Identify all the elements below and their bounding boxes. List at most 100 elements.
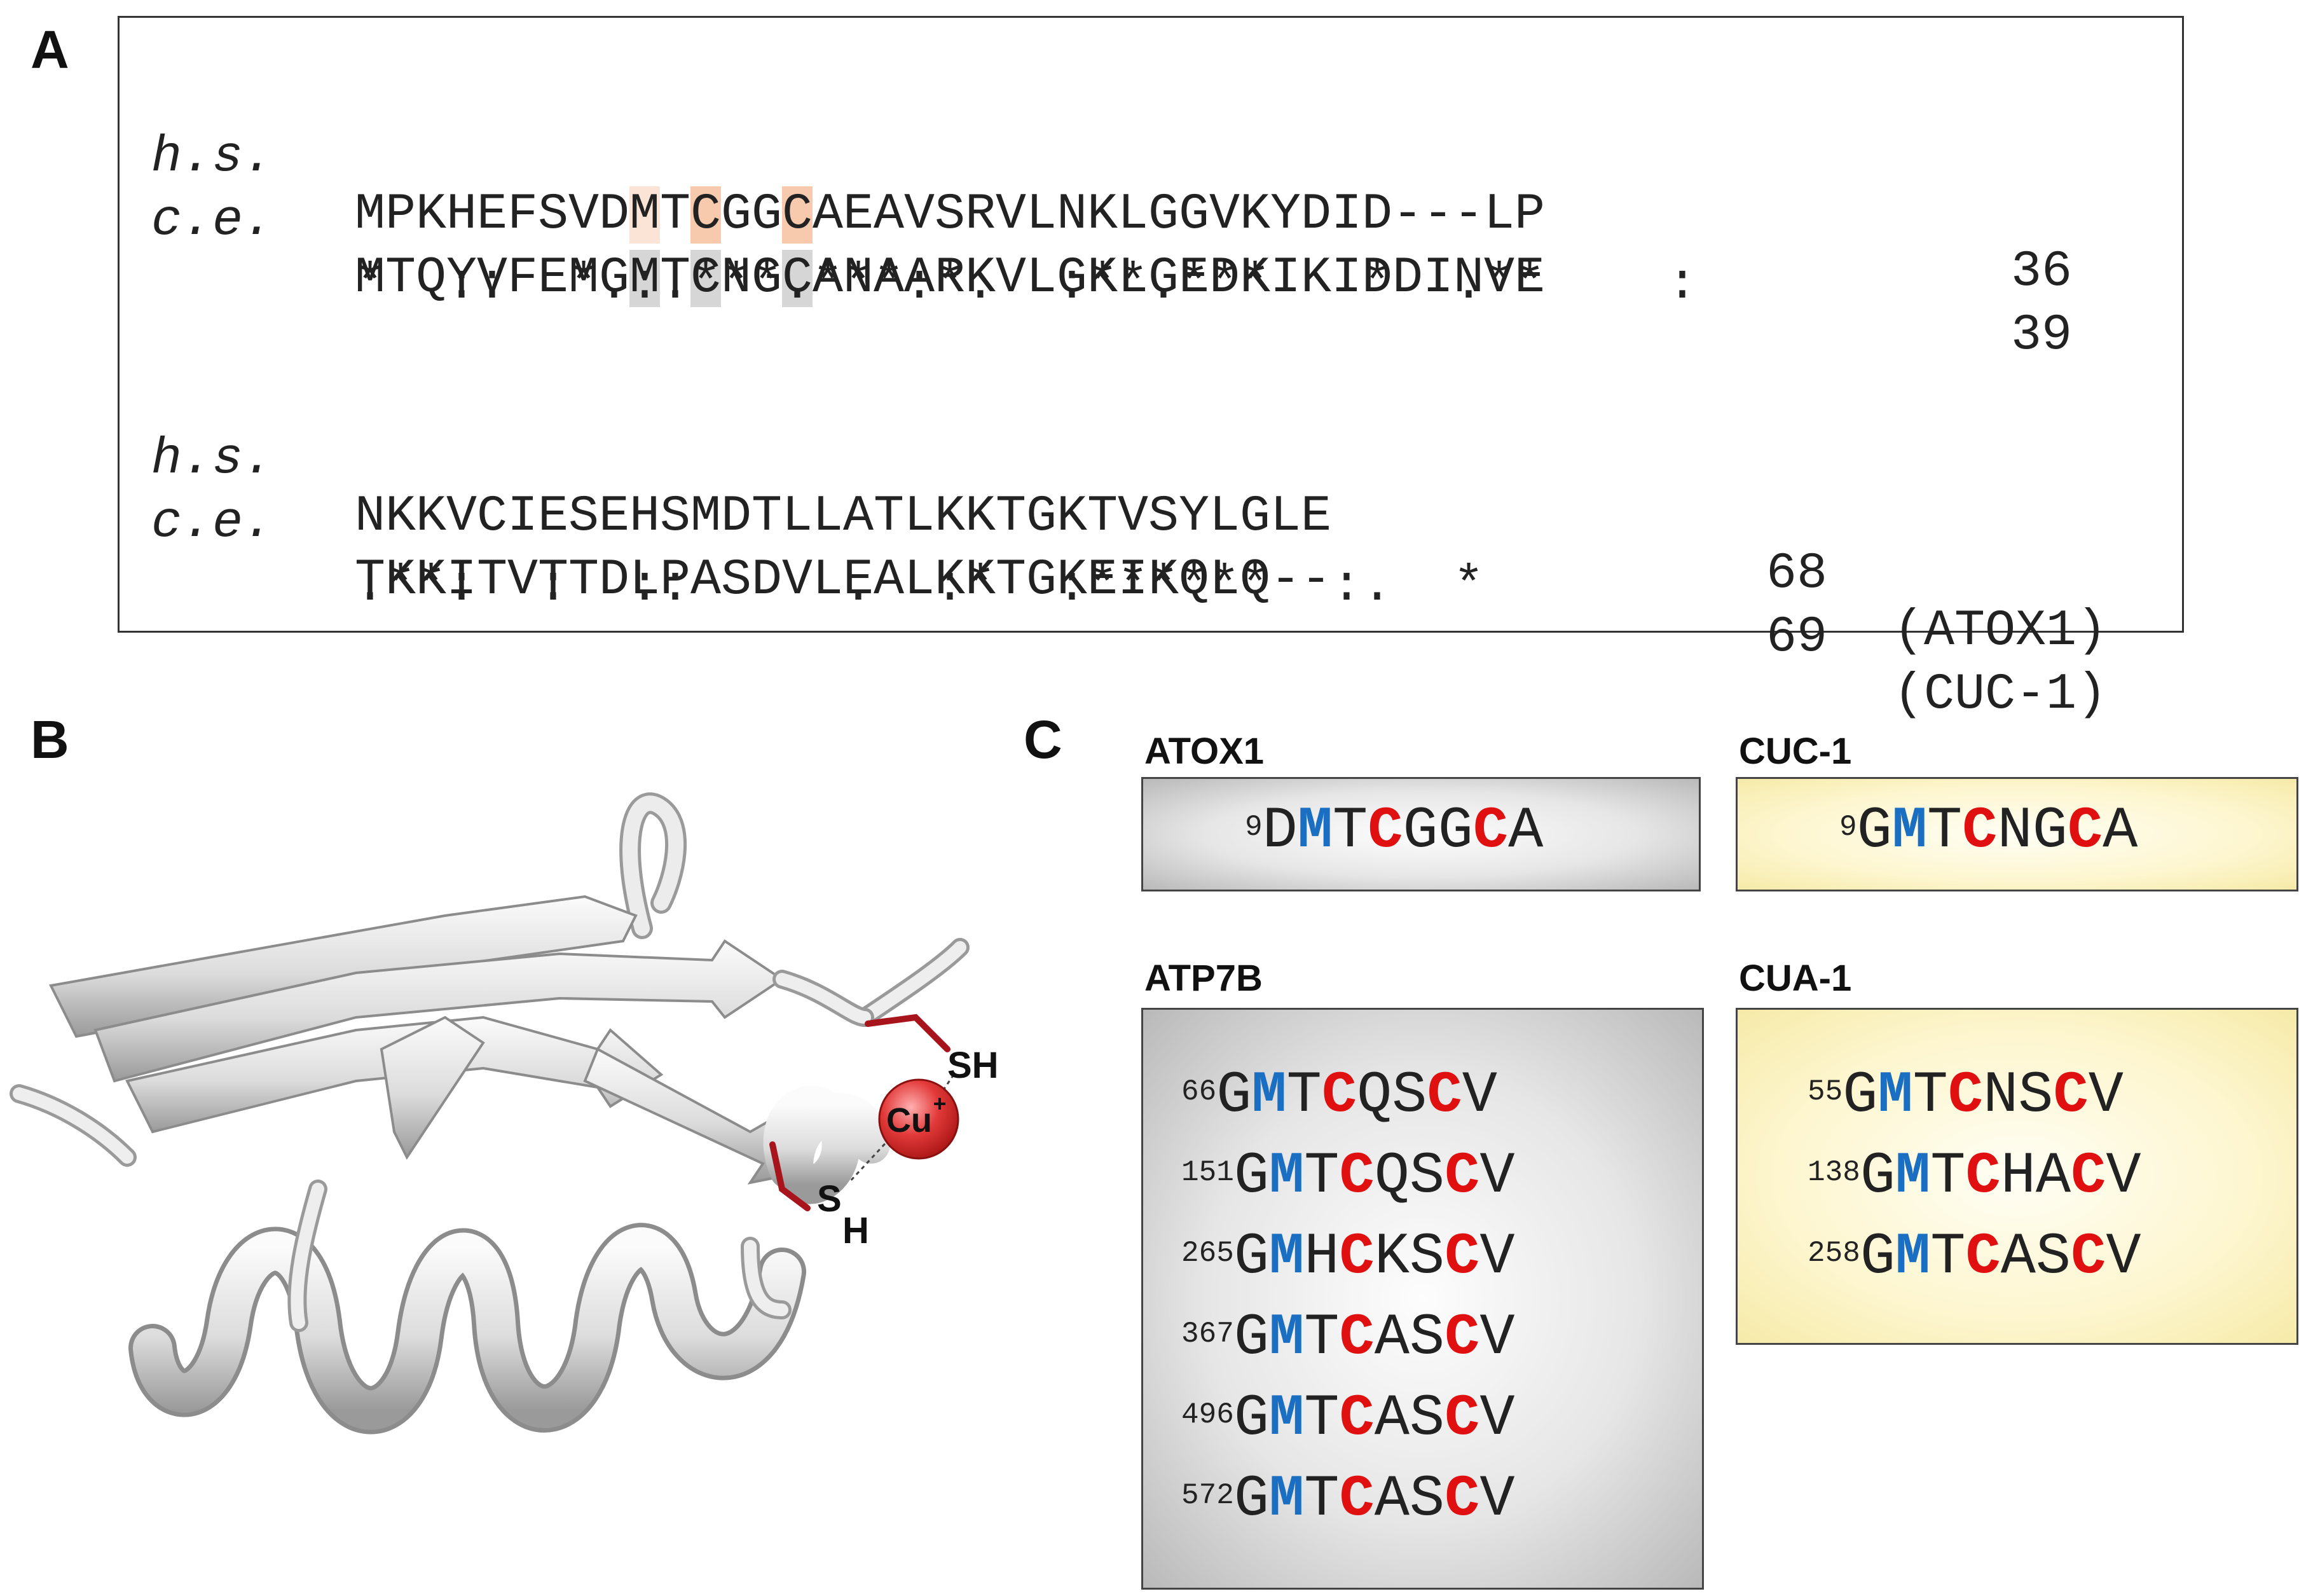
residue: * bbox=[1209, 256, 1240, 313]
residue bbox=[385, 256, 416, 313]
panel-label-a: A bbox=[31, 20, 69, 79]
residue: V bbox=[2106, 1143, 2141, 1209]
residue: V bbox=[782, 551, 813, 609]
residue-position: 258 bbox=[1808, 1237, 1860, 1270]
cysteine-residue: C bbox=[1947, 1062, 1984, 1129]
motif-sequence: 66GMTCQSCV bbox=[1181, 1064, 1497, 1127]
residue: H bbox=[446, 186, 477, 244]
residue: C bbox=[782, 186, 813, 244]
residue: T bbox=[1304, 1143, 1340, 1209]
residue: T bbox=[752, 488, 783, 546]
residue: : bbox=[1057, 558, 1088, 616]
sequence-end-number: 39 bbox=[2011, 306, 2073, 364]
motif-title-atox1: ATOX1 bbox=[1144, 731, 1265, 772]
residue: I bbox=[1118, 551, 1149, 609]
residue: E bbox=[1179, 249, 1210, 307]
residue: V bbox=[996, 249, 1027, 307]
methionine-residue: M bbox=[1269, 1466, 1305, 1532]
sequence-end-number: 68 bbox=[1766, 545, 1828, 603]
residue: G bbox=[1860, 1223, 1896, 1290]
residue: A bbox=[843, 488, 874, 546]
residue: G bbox=[1860, 1143, 1896, 1209]
residue: AS bbox=[1374, 1466, 1445, 1532]
motif-title-atp7b: ATP7B bbox=[1144, 958, 1263, 999]
residue: H bbox=[629, 488, 661, 546]
residue: V bbox=[904, 186, 935, 244]
methionine-residue: M bbox=[1891, 797, 1928, 864]
residue: Y bbox=[1270, 186, 1301, 244]
residue bbox=[1301, 256, 1331, 313]
copper-label: Cu bbox=[886, 1101, 932, 1139]
residue: V bbox=[1484, 249, 1515, 307]
residue bbox=[1270, 256, 1301, 313]
residue: L bbox=[904, 551, 935, 609]
residue: T bbox=[660, 249, 691, 307]
residue: G bbox=[599, 249, 630, 307]
residue bbox=[996, 256, 1026, 313]
residue: E bbox=[599, 488, 630, 546]
residue: K bbox=[935, 551, 966, 609]
residue: E bbox=[1514, 249, 1546, 307]
residue: * bbox=[1209, 558, 1240, 616]
conservation-row-2: .**: : :: . :* :****** :. * bbox=[120, 501, 1484, 616]
residue: : bbox=[538, 558, 569, 616]
residue: K bbox=[385, 551, 416, 609]
residue: S bbox=[935, 186, 966, 244]
residue: G bbox=[1216, 1062, 1252, 1129]
residue: C bbox=[782, 249, 813, 307]
motif-sequence: 9DMTCGGCA bbox=[1245, 799, 1543, 863]
residue: V bbox=[507, 551, 539, 609]
residue: E bbox=[1087, 551, 1118, 609]
residue bbox=[874, 558, 904, 616]
residue: E bbox=[1301, 488, 1332, 546]
residue-position: 138 bbox=[1808, 1156, 1860, 1189]
alignment-row-ce-1: c.e. MTQYVFEMGMTCNGCANAARKVLGKLGEDKIKIDD… bbox=[120, 135, 2072, 364]
residue: V bbox=[1479, 1304, 1515, 1371]
residue: R bbox=[965, 186, 996, 244]
residue: L bbox=[1026, 186, 1057, 244]
residue: G bbox=[721, 186, 752, 244]
motif-sequence: 496GMTCASCV bbox=[1181, 1387, 1515, 1450]
conservation-symbols: .**: : :: . :* :****** :. * bbox=[355, 558, 1484, 616]
residue: * bbox=[1240, 558, 1271, 616]
residue: N bbox=[843, 249, 874, 307]
residue: E bbox=[538, 249, 569, 307]
residue: N bbox=[1057, 186, 1088, 244]
motif-box-cuc1: 9GMTCNGCA bbox=[1736, 777, 2298, 891]
residue bbox=[904, 558, 935, 616]
residue bbox=[507, 256, 538, 313]
residue: D bbox=[1362, 186, 1393, 244]
thiol-label-bottom-s: S bbox=[817, 1178, 842, 1220]
residue: * bbox=[690, 256, 722, 313]
residue: Q bbox=[1179, 551, 1210, 609]
cysteine-sidechain-bottom bbox=[769, 1141, 811, 1211]
residue: E bbox=[538, 488, 569, 546]
residue: F bbox=[507, 186, 539, 244]
residue: * bbox=[1148, 558, 1179, 616]
residue-position: 9 bbox=[1245, 811, 1263, 844]
protein-name: (ATOX1) bbox=[1893, 602, 2108, 660]
residue: K bbox=[965, 488, 996, 546]
residue: K bbox=[1087, 249, 1118, 307]
sequence-end-number: 36 bbox=[2011, 243, 2073, 301]
residue: - bbox=[1392, 186, 1424, 244]
methionine-residue: M bbox=[1269, 1385, 1305, 1452]
residue: * bbox=[752, 256, 783, 313]
residue: . bbox=[1362, 558, 1393, 616]
residue: G bbox=[1233, 1466, 1270, 1532]
residue: NG bbox=[1997, 797, 2068, 864]
residue: G bbox=[1148, 249, 1179, 307]
cysteine-residue: C bbox=[1321, 1062, 1357, 1129]
cysteine-residue: C bbox=[1339, 1466, 1375, 1532]
residue bbox=[1026, 256, 1057, 313]
residue: M bbox=[629, 249, 661, 307]
residue bbox=[1392, 558, 1423, 616]
residue bbox=[1575, 256, 1606, 313]
residue: : bbox=[1667, 256, 1698, 313]
residue: K bbox=[385, 488, 416, 546]
residue: L bbox=[1270, 488, 1301, 546]
residue: E bbox=[843, 551, 874, 609]
cysteine-residue: C bbox=[1445, 1143, 1480, 1209]
sequence: MTQYVFEMGMTCNGCANAARKVLGKLGEDKIKIDDINVE bbox=[355, 250, 1545, 307]
